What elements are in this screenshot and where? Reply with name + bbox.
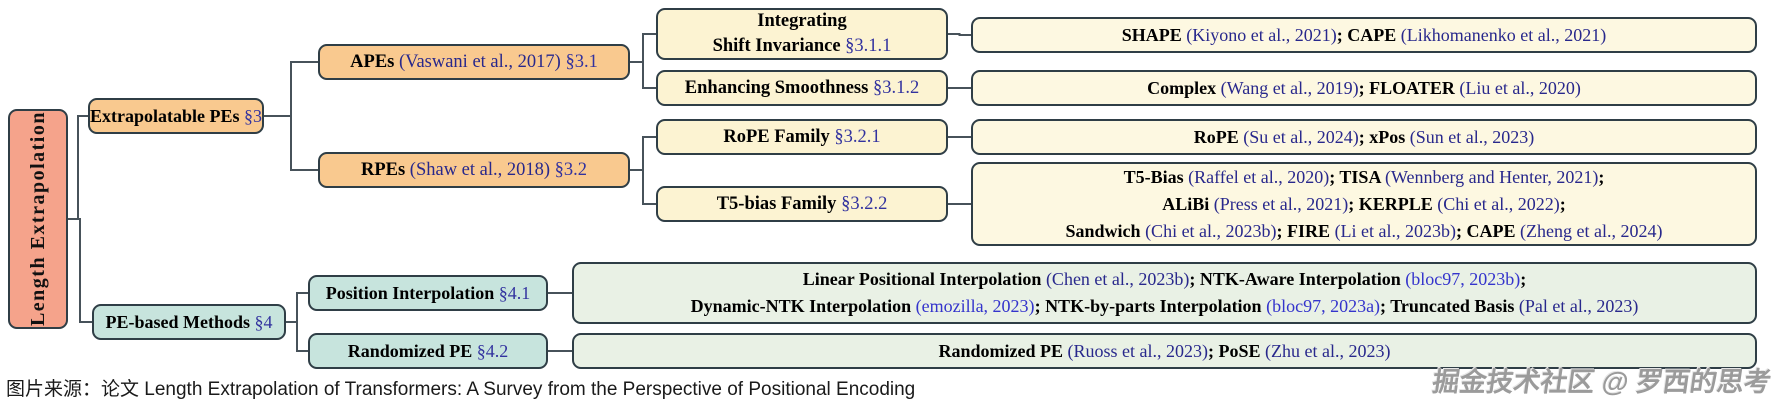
node-enhancing-smoothness: Enhancing Smoothness §3.1.2	[656, 70, 948, 106]
watermark-text: 掘金技术社区 @ 罗西的思考	[1430, 367, 1773, 397]
node-length-extrapolation: Length Extrapolation	[8, 109, 68, 329]
node-apes: APEs (Vaswani et al., 2017) §3.1	[318, 44, 630, 80]
node-rpes: RPEs (Shaw et al., 2018) §3.2	[318, 152, 630, 188]
leaf-interpolation-methods: Linear Positional Interpolation (Chen et…	[572, 262, 1757, 324]
leaf-rope-xpos: RoPE (Su et al., 2024); xPos (Sun et al.…	[971, 119, 1757, 155]
leaf-t5-bias-methods: T5-Bias (Raffel et al., 2020); TISA (Wen…	[971, 162, 1757, 246]
image-source-caption: 图片来源：论文 Length Extrapolation of Transfor…	[6, 379, 916, 400]
leaf-shape-cape: SHAPE (Kiyono et al., 2021); CAPE (Likho…	[971, 17, 1757, 53]
node-rope-family: RoPE Family §3.2.1	[656, 119, 948, 155]
node-length-extrapolation-label: Length Extrapolation	[26, 111, 49, 327]
node-t5-bias-family: T5-bias Family §3.2.2	[656, 186, 948, 222]
node-position-interpolation: Position Interpolation §4.1	[308, 275, 548, 311]
node-pe-based-methods: PE-based Methods §4	[92, 304, 286, 340]
node-extrapolatable-pes: Extrapolatable PEs §3	[88, 98, 264, 134]
leaf-complex-floater: Complex (Wang et al., 2019); FLOATER (Li…	[971, 70, 1757, 106]
node-randomized-pe: Randomized PE §4.2	[308, 333, 548, 369]
leaf-randomized-pe-pose: Randomized PE (Ruoss et al., 2023); PoSE…	[572, 333, 1757, 369]
